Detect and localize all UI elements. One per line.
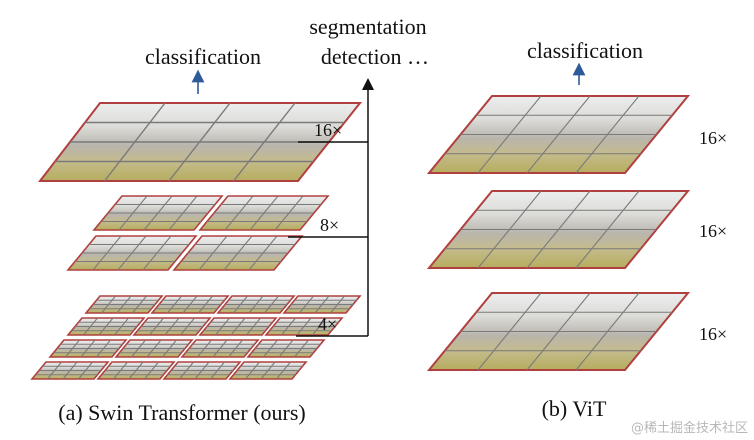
swin-layer-8x [66,195,330,271]
vit-scale-label-1: 16× [699,128,727,148]
swin-window-4x [162,361,242,380]
swin-window-8x [172,235,304,271]
vit-layers [426,95,691,371]
swin-window-4x [216,295,296,314]
feature-connectors [288,78,374,337]
segmentation-label: segmentation [309,14,426,39]
vit-layer-16x [426,292,691,371]
swin-window-8x [92,195,224,231]
scale-8x-label: 8× [320,215,339,235]
scale-16x-label: 16× [314,120,342,140]
swin-layer-16x [37,102,363,182]
swin-window-8x [198,195,330,231]
swin-window-4x [198,317,278,336]
scale-4x-label: 4× [318,314,337,334]
swin-window-4x [96,361,176,380]
swin-window-4x [264,317,344,336]
vit-scale-label-2: 16× [699,221,727,241]
swin-window-4x [132,317,212,336]
caption-vit: (b) ViT [542,396,607,421]
classification-label-left: classification [145,44,261,69]
swin-window-4x [246,339,326,358]
swin-window-8x [66,235,198,271]
swin-window-4x [114,339,194,358]
vit-scale-label-3: 16× [699,324,727,344]
swin-window-4x [66,317,146,336]
watermark-text: @稀土掘金技术社区 [631,420,748,436]
vit-layer-16x [426,190,691,269]
classification-label-right: classification [527,38,643,63]
swin-layer-4x [30,295,362,380]
swin-window-4x [228,361,308,380]
swin-window-4x [84,295,164,314]
swin-window-4x [180,339,260,358]
vit-layer-16x [426,95,691,174]
detection-label: detection … [321,44,429,69]
swin-window-4x [282,295,362,314]
caption-swin: (a) Swin Transformer (ours) [58,400,305,425]
swin-window-4x [30,361,110,380]
swin-window-4x [48,339,128,358]
swin-window-4x [150,295,230,314]
